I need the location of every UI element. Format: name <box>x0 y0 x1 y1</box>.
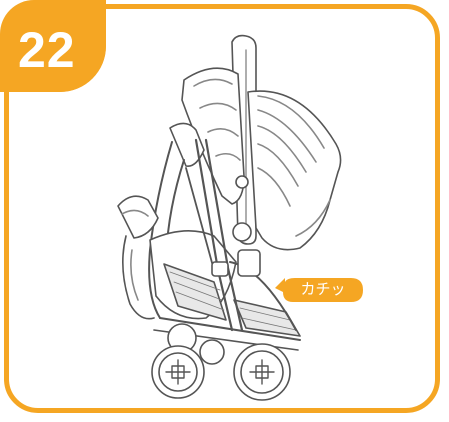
click-sound-label: カチッ <box>283 279 363 301</box>
